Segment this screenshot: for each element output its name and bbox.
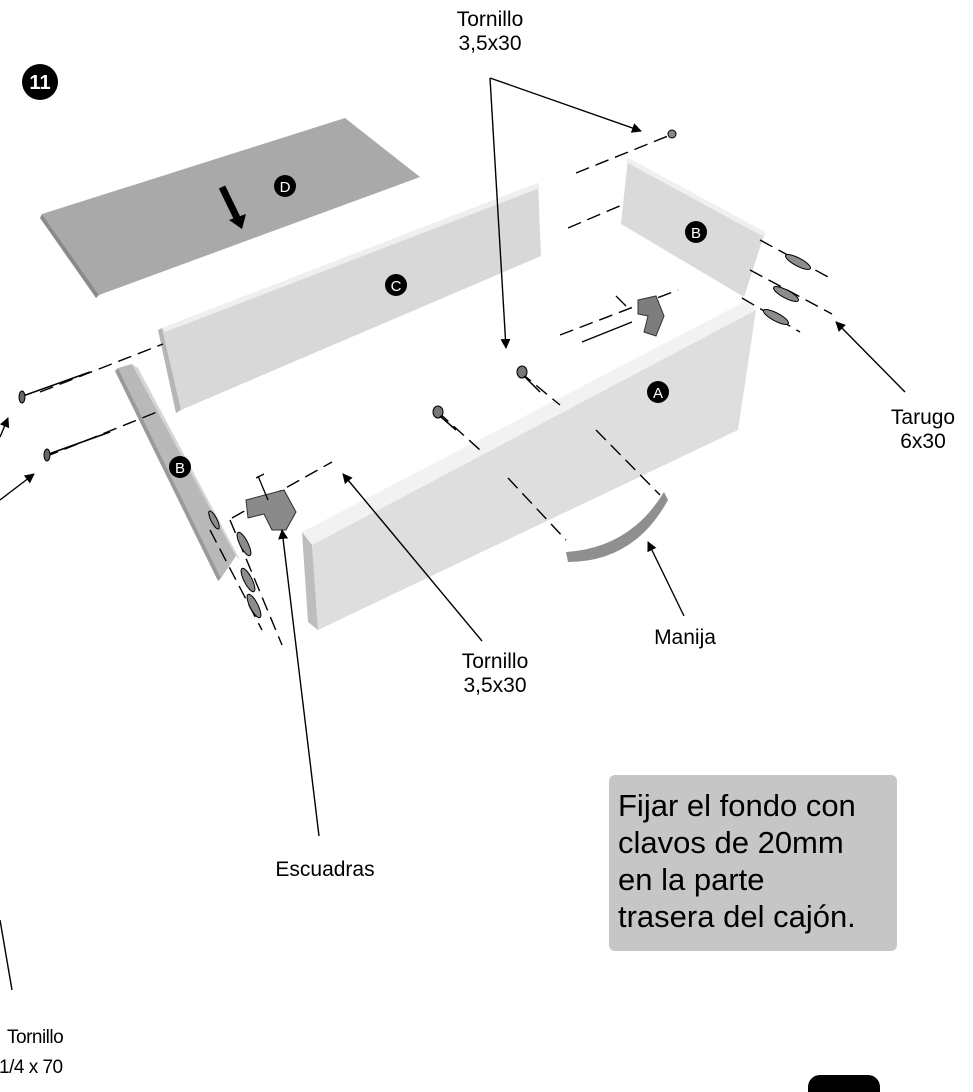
label-tornillo-bottom: Tornillo 1/4 x 70 bbox=[0, 1023, 107, 1083]
label-line: Tornillo bbox=[461, 650, 529, 673]
panel-c: C bbox=[158, 183, 541, 413]
screw-icon bbox=[432, 405, 457, 431]
panel-b-right: B bbox=[621, 158, 765, 297]
screw-icon bbox=[516, 365, 541, 393]
label-line: 3,5x30 bbox=[463, 674, 527, 697]
label-line: 3,5x30 bbox=[458, 32, 522, 55]
part-c-label: C bbox=[391, 278, 402, 295]
part-b-left-label: B bbox=[175, 460, 185, 477]
label-tornillo-top: Tornillo 3,5x30 bbox=[420, 8, 560, 56]
part-b-right-label: B bbox=[691, 225, 701, 242]
screw-icon bbox=[43, 431, 111, 462]
label-manija: Manija bbox=[654, 626, 716, 649]
part-d-label: D bbox=[280, 179, 291, 196]
arrow-down-icon bbox=[229, 214, 246, 229]
label-line: Tornillo bbox=[456, 8, 524, 31]
dowel-icon bbox=[240, 567, 256, 593]
panel-d: D bbox=[40, 118, 420, 298]
dowel-icon bbox=[784, 254, 812, 270]
dowel-icon bbox=[236, 531, 252, 557]
page-tab bbox=[808, 1075, 880, 1092]
part-a-label: A bbox=[653, 385, 663, 402]
screw-icon bbox=[18, 371, 91, 404]
label-line: 6x30 bbox=[900, 430, 946, 453]
screw-icon bbox=[667, 129, 677, 139]
step-number: 11 bbox=[29, 72, 50, 94]
label-line: Tarugo bbox=[890, 406, 956, 429]
dowel-icon bbox=[772, 286, 800, 302]
label-line: Tornillo bbox=[7, 1027, 64, 1048]
leader-lines bbox=[0, 77, 906, 991]
note-box bbox=[609, 775, 897, 951]
note-text: Fijar el fondo con clavos de 20mm en la … bbox=[618, 788, 856, 934]
dowel-icon bbox=[762, 309, 790, 325]
bracket-icon bbox=[637, 295, 665, 337]
label-tornillo-mid: Tornillo 3,5x30 bbox=[425, 650, 565, 698]
bracket-icon bbox=[245, 473, 297, 531]
label-tarugo: Tarugo 6x30 bbox=[868, 406, 973, 454]
label-line: 1/4 x 70 bbox=[0, 1057, 63, 1078]
screws bbox=[18, 129, 812, 619]
screw-icon bbox=[581, 295, 633, 343]
panel-b-left: B bbox=[115, 364, 240, 581]
step-badge: 11 bbox=[22, 64, 58, 100]
dowel-icon bbox=[208, 510, 220, 530]
label-escuadras: Escuadras bbox=[275, 858, 375, 881]
handle bbox=[566, 492, 668, 562]
dowel-icon bbox=[246, 593, 262, 619]
panel-a: A bbox=[302, 300, 756, 630]
